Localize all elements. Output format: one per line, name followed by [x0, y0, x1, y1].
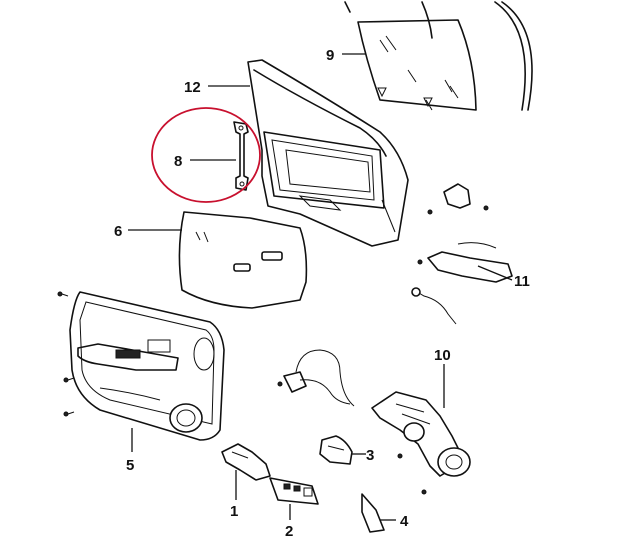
callout-6: 6 [114, 223, 122, 240]
outside-handle-part [411, 183, 513, 325]
corner-trim-part [361, 493, 385, 533]
window-glass-part [344, 1, 533, 111]
callout-3: 3 [366, 447, 374, 464]
callout-5: 5 [126, 457, 134, 474]
wiring-harness-part [277, 349, 355, 407]
callout-1: 1 [230, 503, 238, 520]
inside-handle-part [319, 435, 353, 465]
callout-9: 9 [326, 47, 334, 64]
callout-2: 2 [285, 523, 293, 540]
bracket-part [233, 121, 249, 191]
door-shell-part [247, 59, 409, 247]
callout-10: 10 [434, 347, 451, 364]
window-regulator-part [371, 391, 471, 495]
watershield-part [178, 211, 308, 309]
highlight-circle [151, 107, 261, 203]
switch-panel-part [269, 477, 319, 505]
callout-labels: 9 12 8 6 5 10 11 3 1 2 4 [114, 47, 530, 540]
armrest-part [221, 443, 271, 481]
leader-lines [128, 53, 513, 521]
callout-11: 11 [514, 273, 530, 290]
callout-8: 8 [174, 153, 182, 170]
callout-12: 12 [184, 79, 201, 96]
callout-4: 4 [400, 513, 409, 530]
trim-panel-part [57, 291, 225, 441]
